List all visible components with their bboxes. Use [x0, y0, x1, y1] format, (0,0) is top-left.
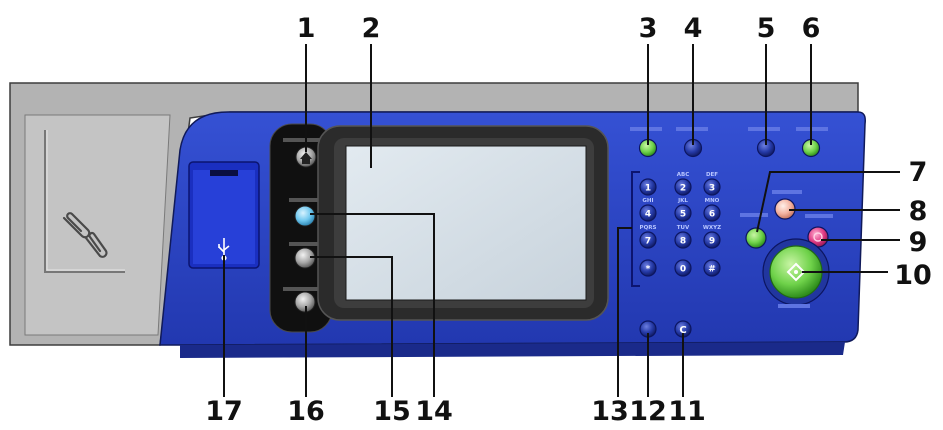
- keypad-key-7[interactable]: 7 PQRS: [639, 225, 657, 249]
- keypad-digit: 7: [645, 237, 651, 247]
- job-status-button[interactable]: [294, 205, 316, 227]
- callout-label-5: 5: [756, 13, 776, 44]
- keypad-digit: 6: [709, 210, 715, 220]
- keypad-key-6[interactable]: 6 MNO: [703, 198, 721, 222]
- callout-label-16: 16: [287, 396, 325, 427]
- callout-label-8: 8: [908, 196, 928, 227]
- callout-leader-7: [756, 171, 900, 233]
- tray-groove-highlight: [46, 130, 125, 271]
- keypad-letters: JKL: [677, 198, 688, 204]
- keypad-key-11[interactable]: 0: [674, 259, 692, 277]
- home-button-label-bar: [283, 138, 323, 142]
- keypad-letters: GHI: [642, 198, 653, 204]
- callout-label-6: 6: [801, 13, 821, 44]
- keypad-digit: #: [708, 265, 716, 275]
- callout-label-9: 9: [908, 227, 928, 258]
- callout-label-17: 17: [205, 396, 243, 427]
- callout-label-1: 1: [296, 13, 316, 44]
- keypad-digit: 9: [709, 237, 715, 247]
- keypad-letters: ABC: [677, 172, 690, 178]
- callout-label-7: 7: [908, 157, 928, 188]
- keypad-key-4[interactable]: 4 GHI: [639, 198, 657, 222]
- touch-screen[interactable]: [345, 145, 587, 301]
- machine-status-label-bar: [289, 242, 319, 246]
- home-icon: [300, 152, 312, 164]
- services-home-button[interactable]: [295, 146, 317, 168]
- usb-port[interactable]: [188, 161, 260, 269]
- clear-key-label: C: [679, 325, 686, 336]
- keypad-key-10[interactable]: *: [639, 259, 657, 277]
- keypad-digit: 4: [645, 210, 651, 220]
- callout-label-15: 15: [373, 396, 411, 427]
- keypad-digit: 8: [680, 237, 686, 247]
- keypad-digit: 3: [709, 184, 715, 194]
- callout-label-13: 13: [591, 396, 629, 427]
- keypad-letters: MNO: [705, 198, 720, 204]
- keypad-letters: WXYZ: [703, 225, 721, 231]
- start-button[interactable]: [762, 238, 830, 306]
- job-status-label-bar: [289, 198, 319, 202]
- callout-leader-13: [617, 227, 632, 397]
- keypad-letters: DEF: [706, 172, 718, 178]
- stop-button[interactable]: [807, 226, 829, 248]
- callout-label-3: 3: [638, 13, 658, 44]
- power-label-bar: [283, 287, 323, 291]
- housing-tray: [24, 114, 171, 336]
- callout-label-4: 4: [683, 13, 703, 44]
- keypad-key-1[interactable]: 1: [639, 178, 657, 196]
- callout-leader-15: [310, 256, 393, 397]
- keypad-letters: PQRS: [640, 225, 657, 231]
- keypad-digit: 2: [680, 184, 686, 194]
- callout-leader-lines: [223, 44, 900, 397]
- keypad-digit: 1: [645, 184, 651, 194]
- callout-label-10: 10: [894, 260, 932, 291]
- keypad-key-12[interactable]: #: [703, 259, 721, 277]
- callout-label-12: 12: [629, 396, 667, 427]
- keypad-digit: 5: [680, 210, 686, 220]
- keypad-key-3[interactable]: 3 DEF: [703, 172, 721, 196]
- start-icon: [786, 262, 806, 282]
- interrupt-button[interactable]: [745, 227, 767, 249]
- stop-icon: [813, 232, 823, 242]
- keypad-digit: 0: [680, 265, 686, 275]
- numeric-keypad: 1 2 ABC 3 DEF 4 GHI 5 JKL 6 MNO 7 PQRS 8 TUV 9 WXYZ * 0 #: [639, 172, 721, 277]
- paperclip-icon: [62, 212, 108, 258]
- panel-bottom-edge: [180, 342, 845, 358]
- keypad-key-8[interactable]: 8 TUV: [674, 225, 692, 249]
- keypad-digit: *: [646, 265, 651, 275]
- callout-label-11: 11: [668, 396, 706, 427]
- callout-label-2: 2: [361, 13, 381, 44]
- tray-groove: [44, 130, 125, 273]
- callout-label-14: 14: [415, 396, 453, 427]
- callout-leader-14: [310, 213, 435, 397]
- keypad-key-9[interactable]: 9 WXYZ: [703, 225, 721, 249]
- keypad-key-5[interactable]: 5 JKL: [674, 198, 692, 222]
- keypad-key-2[interactable]: 2 ABC: [674, 172, 692, 196]
- keypad-letters: TUV: [677, 225, 690, 231]
